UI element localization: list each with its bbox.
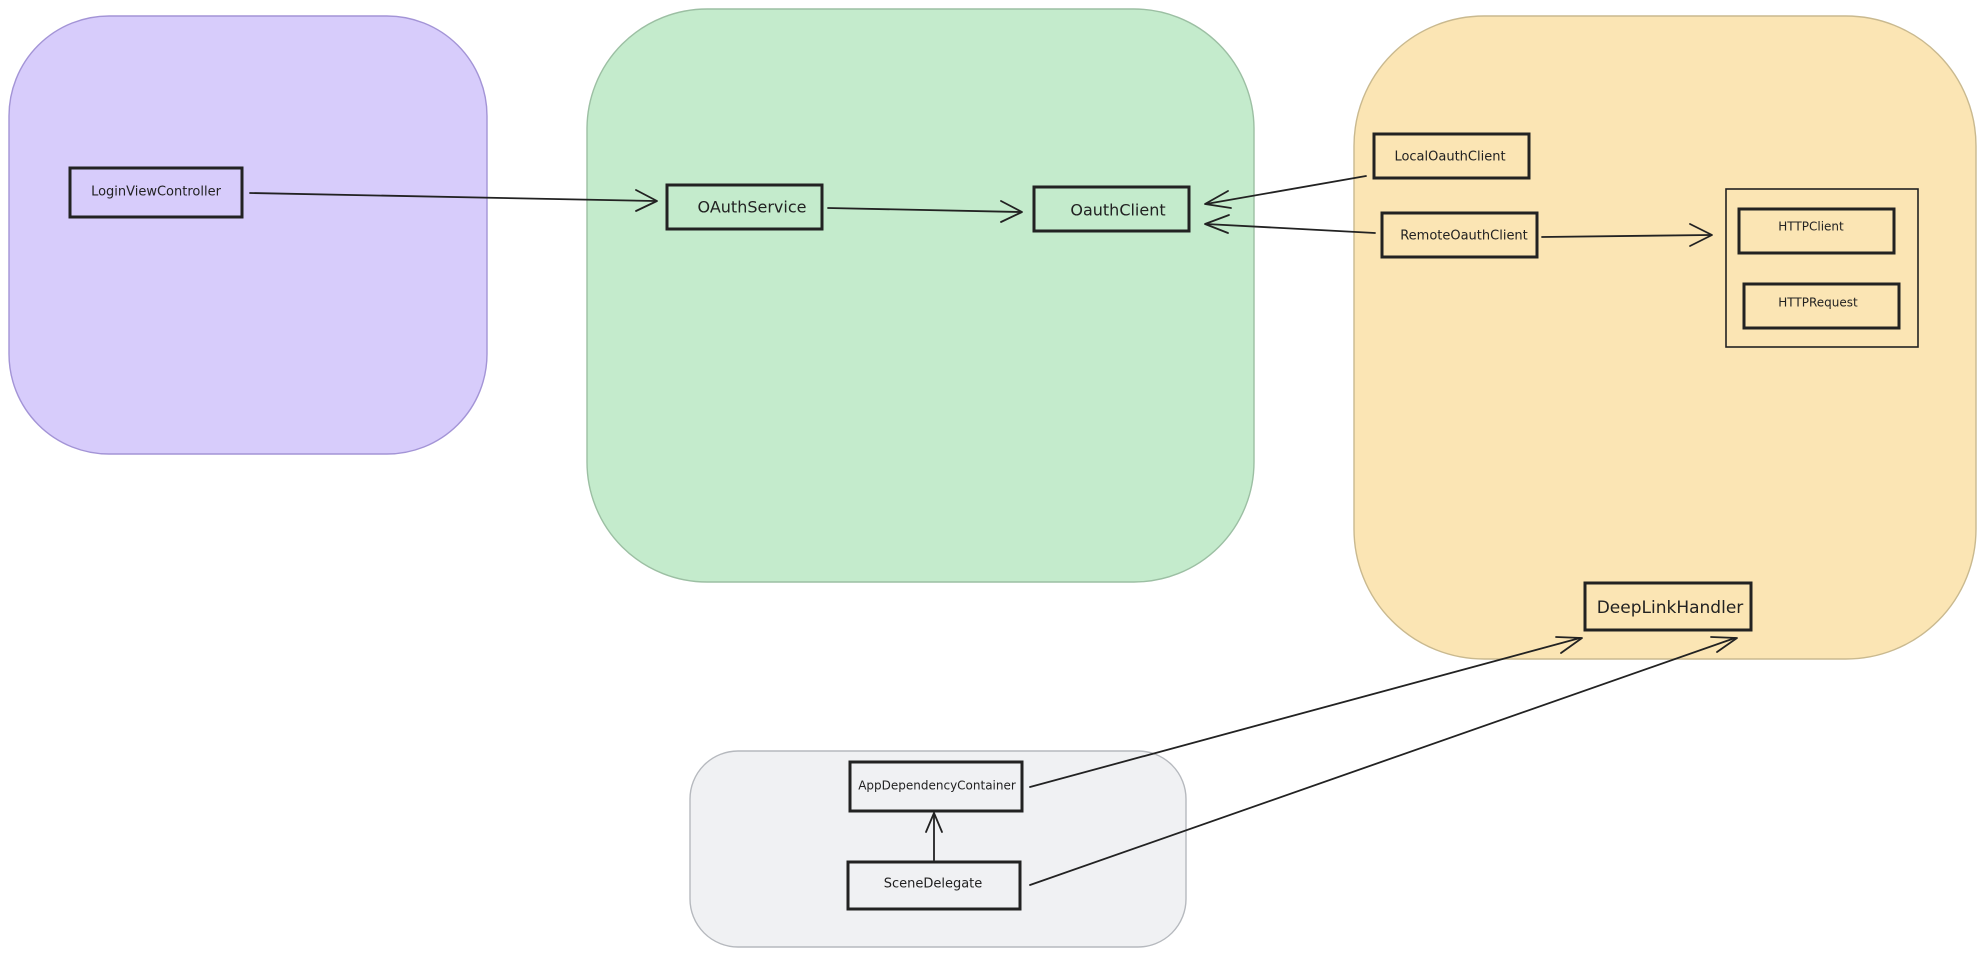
edge-remote-to-oauthclient	[1205, 223, 1376, 234]
node-deep-link-handler[interactable]: DeepLinkHandler	[1583, 581, 1753, 632]
node-label: DeepLinkHandler	[1597, 598, 1744, 618]
http-group-box	[1725, 188, 1919, 348]
edge-local-to-oauthclient	[1205, 175, 1367, 205]
node-app-dependency-container[interactable]: AppDependencyContainer	[848, 760, 1024, 813]
node-oauth-client[interactable]: OauthClient	[1032, 185, 1191, 233]
node-label: AppDependencyContainer	[858, 779, 1016, 793]
arrowhead-deeplink-1	[1555, 636, 1583, 654]
arrowhead-oauthclient-1	[1000, 200, 1023, 223]
arrowhead-deeplink-2	[1710, 636, 1738, 653]
node-http-request[interactable]: HTTPRequest	[1742, 282, 1901, 330]
arrowhead-oauthservice	[635, 189, 658, 212]
node-label: LocalOauthClient	[1394, 150, 1505, 165]
node-label: OauthClient	[1070, 201, 1165, 220]
edge-login-to-oauthservice	[249, 192, 656, 202]
region-composition-root	[689, 750, 1187, 948]
region-service	[586, 8, 1255, 583]
node-label: SceneDelegate	[884, 877, 983, 892]
node-label: LoginViewController	[91, 185, 222, 200]
edge-appdep-to-deeplink	[1029, 637, 1581, 788]
node-http-client[interactable]: HTTPClient	[1737, 207, 1896, 255]
node-remote-oauth-client[interactable]: RemoteOauthClient	[1380, 211, 1539, 259]
arrowhead-oauthclient-3	[1204, 214, 1230, 234]
node-scene-delegate[interactable]: SceneDelegate	[846, 860, 1022, 911]
edges	[249, 175, 1738, 886]
region-presentation	[8, 15, 488, 455]
node-local-oauth-client[interactable]: LocalOauthClient	[1372, 132, 1531, 180]
edge-scene-to-deeplink	[1029, 637, 1736, 886]
edge-oauthservice-to-oauthclient	[827, 207, 1021, 213]
arrowhead-oauthclient-2	[1204, 190, 1232, 209]
node-label: RemoteOauthClient	[1400, 229, 1528, 244]
edge-remote-to-http	[1541, 234, 1711, 238]
arrowhead-http	[1689, 223, 1713, 247]
node-login-view-controller[interactable]: LoginViewController	[68, 166, 244, 219]
arrowhead-appdep	[925, 812, 943, 833]
node-label: HTTPClient	[1778, 220, 1844, 234]
node-label: HTTPRequest	[1778, 296, 1858, 310]
node-label: OAuthService	[698, 198, 807, 217]
node-oauth-service[interactable]: OAuthService	[665, 183, 824, 231]
